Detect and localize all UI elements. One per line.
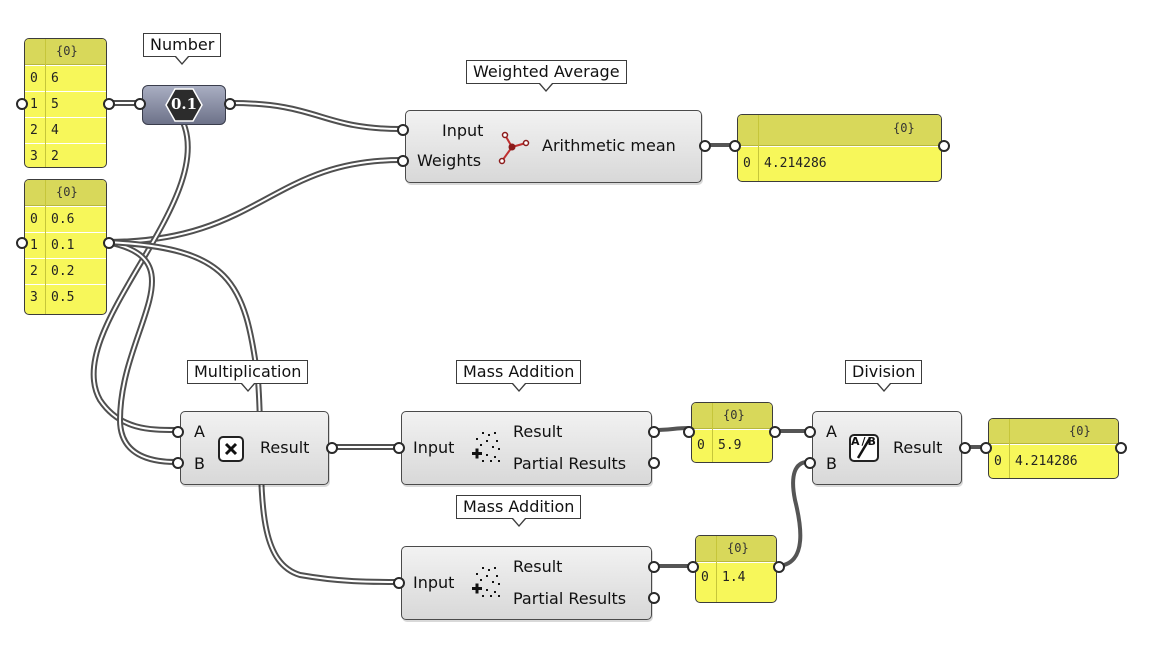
- panel-input-port[interactable]: [687, 561, 699, 573]
- panel-header: {0}: [738, 115, 941, 146]
- label-multiplication: Multiplication: [187, 360, 309, 392]
- mult-b-port[interactable]: [172, 457, 184, 469]
- massadd-result-port[interactable]: [648, 561, 660, 573]
- result-label: Result: [260, 438, 310, 457]
- panel-header: {0}: [989, 419, 1118, 444]
- div-output-port[interactable]: [959, 442, 971, 454]
- input-label: Input: [413, 573, 455, 592]
- a-label: A: [826, 422, 837, 441]
- wire-weights-to-wavg: [104, 157, 404, 245]
- panel-header: {0}: [25, 180, 106, 206]
- panel-input-port[interactable]: [683, 426, 695, 438]
- massadd-partial-port[interactable]: [648, 592, 660, 604]
- mass-addition-icon: [472, 432, 500, 462]
- panel-input-port[interactable]: [980, 442, 992, 454]
- panel-output-port[interactable]: [1115, 442, 1127, 454]
- mult-output-port[interactable]: [326, 442, 338, 454]
- result-label: Result: [513, 557, 563, 576]
- div-a-port[interactable]: [804, 426, 816, 438]
- mult-a-port[interactable]: [172, 426, 184, 438]
- massadd-input-port[interactable]: [393, 442, 405, 454]
- mean-icon: [498, 131, 530, 165]
- wire-chip-to-mult-a: [90, 117, 191, 433]
- panel-input-port[interactable]: [16, 237, 28, 249]
- wire-chip-to-input: [228, 100, 404, 132]
- result-label: Result: [513, 422, 563, 441]
- panel-header: {0}: [25, 39, 106, 65]
- massadd-partial-port[interactable]: [648, 457, 660, 469]
- partial-results-label: Partial Results: [513, 454, 627, 473]
- multiply-icon: [218, 436, 244, 462]
- panel-input-port[interactable]: [729, 140, 741, 152]
- weighted-average-component[interactable]: Input Weights Arithmetic mean: [405, 110, 702, 183]
- wavg-weights-port[interactable]: [397, 155, 409, 167]
- division-icon-text: A/B: [851, 436, 878, 448]
- a-label: A: [194, 422, 205, 441]
- div-b-port[interactable]: [804, 457, 816, 469]
- panel-header: {0}: [696, 536, 776, 562]
- division-component[interactable]: A B A/B Result: [812, 411, 962, 485]
- mass-addition-icon: [472, 567, 500, 597]
- wire-panel-to-div-b: [774, 460, 810, 568]
- number-chip-text: 0.1: [170, 95, 198, 113]
- mass-addition-component[interactable]: Input Result Partial Results: [401, 411, 652, 485]
- panel-output-port[interactable]: [773, 561, 785, 573]
- massadd-input-port[interactable]: [393, 577, 405, 589]
- number-slider-icon: [165, 88, 203, 122]
- input-label: Input: [442, 121, 484, 140]
- partial-results-label: Partial Results: [513, 589, 627, 608]
- panel-output-port[interactable]: [938, 140, 950, 152]
- division-icon: [849, 434, 879, 462]
- b-label: B: [826, 454, 837, 473]
- result-label: Result: [893, 438, 943, 457]
- label-division: Division: [845, 360, 923, 392]
- input-label: Input: [413, 438, 455, 457]
- mass-addition-component[interactable]: Input Result Partial Results: [401, 546, 652, 620]
- massadd-result-port[interactable]: [648, 426, 660, 438]
- number-chip[interactable]: 0.1: [142, 85, 226, 125]
- panel-output-port[interactable]: [769, 426, 781, 438]
- label-weighted-average: Weighted Average: [466, 60, 627, 92]
- panel-header: {0}: [692, 403, 772, 429]
- chip-input-port[interactable]: [134, 98, 146, 110]
- wavg-input-port[interactable]: [397, 124, 409, 136]
- label-number: Number: [143, 33, 222, 65]
- b-label: B: [194, 454, 205, 473]
- panel-output-port[interactable]: [103, 98, 115, 110]
- wavg-output-port[interactable]: [699, 140, 711, 152]
- panel-input-port[interactable]: [16, 98, 28, 110]
- label-mass-addition: Mass Addition: [456, 495, 582, 527]
- multiplication-component[interactable]: A B Result: [180, 411, 329, 485]
- chip-output-port[interactable]: [224, 98, 236, 110]
- panel-output-port[interactable]: [103, 237, 115, 249]
- weights-label: Weights: [417, 151, 482, 170]
- label-mass-addition: Mass Addition: [456, 360, 582, 392]
- wire-weights-to-mult-b: [104, 239, 179, 465]
- output-label: Arithmetic mean: [542, 136, 676, 155]
